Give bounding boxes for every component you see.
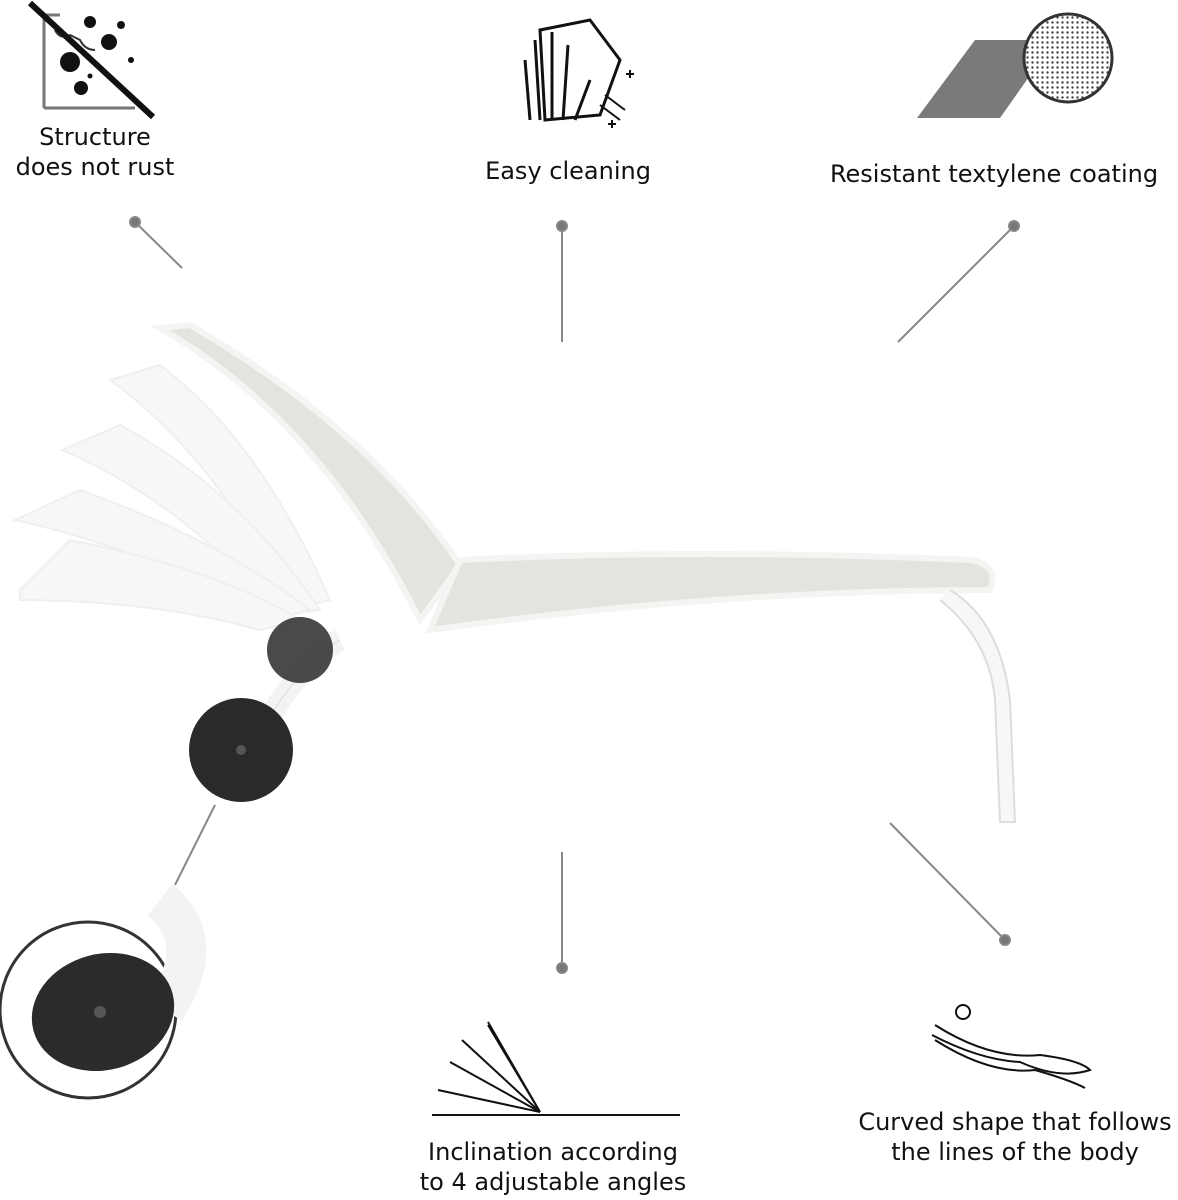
- inclination-angles-icon: [432, 1021, 680, 1116]
- feature-label-easy-cleaning: Easy cleaning: [420, 156, 716, 186]
- sun-lounger-illustration: [11, 321, 1017, 823]
- feature-label-coating: Resistant textylene coating: [810, 159, 1178, 189]
- feature-label-inclination: Inclination according to 4 adjustable an…: [393, 1137, 713, 1197]
- label-line: to 4 adjustable angles: [419, 1168, 687, 1196]
- feature-label-no-rust: Structure does not rust: [0, 122, 190, 182]
- no-rust-icon: [27, 0, 156, 120]
- textylene-coating-icon: [917, 12, 1114, 118]
- label-line: Easy cleaning: [485, 157, 651, 185]
- leader-lines: [129, 216, 1020, 974]
- label-line: Curved shape that follows: [858, 1108, 1172, 1136]
- label-line: the lines of the body: [891, 1138, 1139, 1166]
- label-line: Inclination according: [428, 1138, 678, 1166]
- hand-cleaning-icon: [523, 18, 634, 128]
- feature-label-curved-shape: Curved shape that follows the lines of t…: [845, 1107, 1178, 1167]
- wheel-detail-inset: [0, 884, 207, 1100]
- label-line: Resistant textylene coating: [829, 160, 1159, 188]
- curved-body-icon: [931, 1004, 1092, 1089]
- label-line: Structure: [39, 123, 151, 151]
- label-line: does not rust: [15, 153, 175, 181]
